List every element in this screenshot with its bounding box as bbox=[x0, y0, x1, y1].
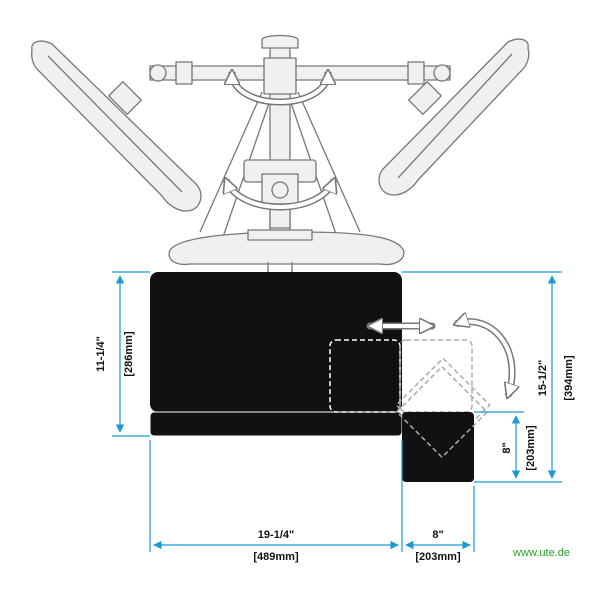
right-monitor bbox=[378, 38, 530, 196]
left-height-inches-label: 11-1/4" bbox=[95, 336, 107, 372]
keyboard-tray bbox=[150, 272, 402, 412]
dimension-lines bbox=[112, 271, 562, 552]
left-height-mm-label: [286mm] bbox=[123, 331, 135, 377]
base-plate bbox=[168, 231, 405, 266]
left-monitor bbox=[31, 40, 202, 212]
mouse-width-mm-label: [203mm] bbox=[415, 551, 461, 563]
mouse-width-inches-label: 8" bbox=[432, 529, 443, 541]
wrist-rest bbox=[149, 411, 403, 437]
right-height-inches-label: 15-1/2" bbox=[537, 360, 549, 396]
swivel-arrow bbox=[456, 322, 512, 396]
monitor-arm-sketch bbox=[31, 34, 530, 272]
source-url: www.ute.de bbox=[512, 547, 570, 559]
right-height-mm-label: [394mm] bbox=[563, 355, 575, 401]
upper-crossbar bbox=[149, 65, 451, 81]
mouse-height-mm-label: [203mm] bbox=[525, 425, 537, 471]
keyboard-width-inches-label: 19-1/4" bbox=[258, 529, 294, 541]
keyboard-width-mm-label: [489mm] bbox=[253, 551, 299, 563]
mouse-height-inches-label: 8" bbox=[501, 442, 513, 453]
mouse-pad bbox=[402, 412, 474, 482]
